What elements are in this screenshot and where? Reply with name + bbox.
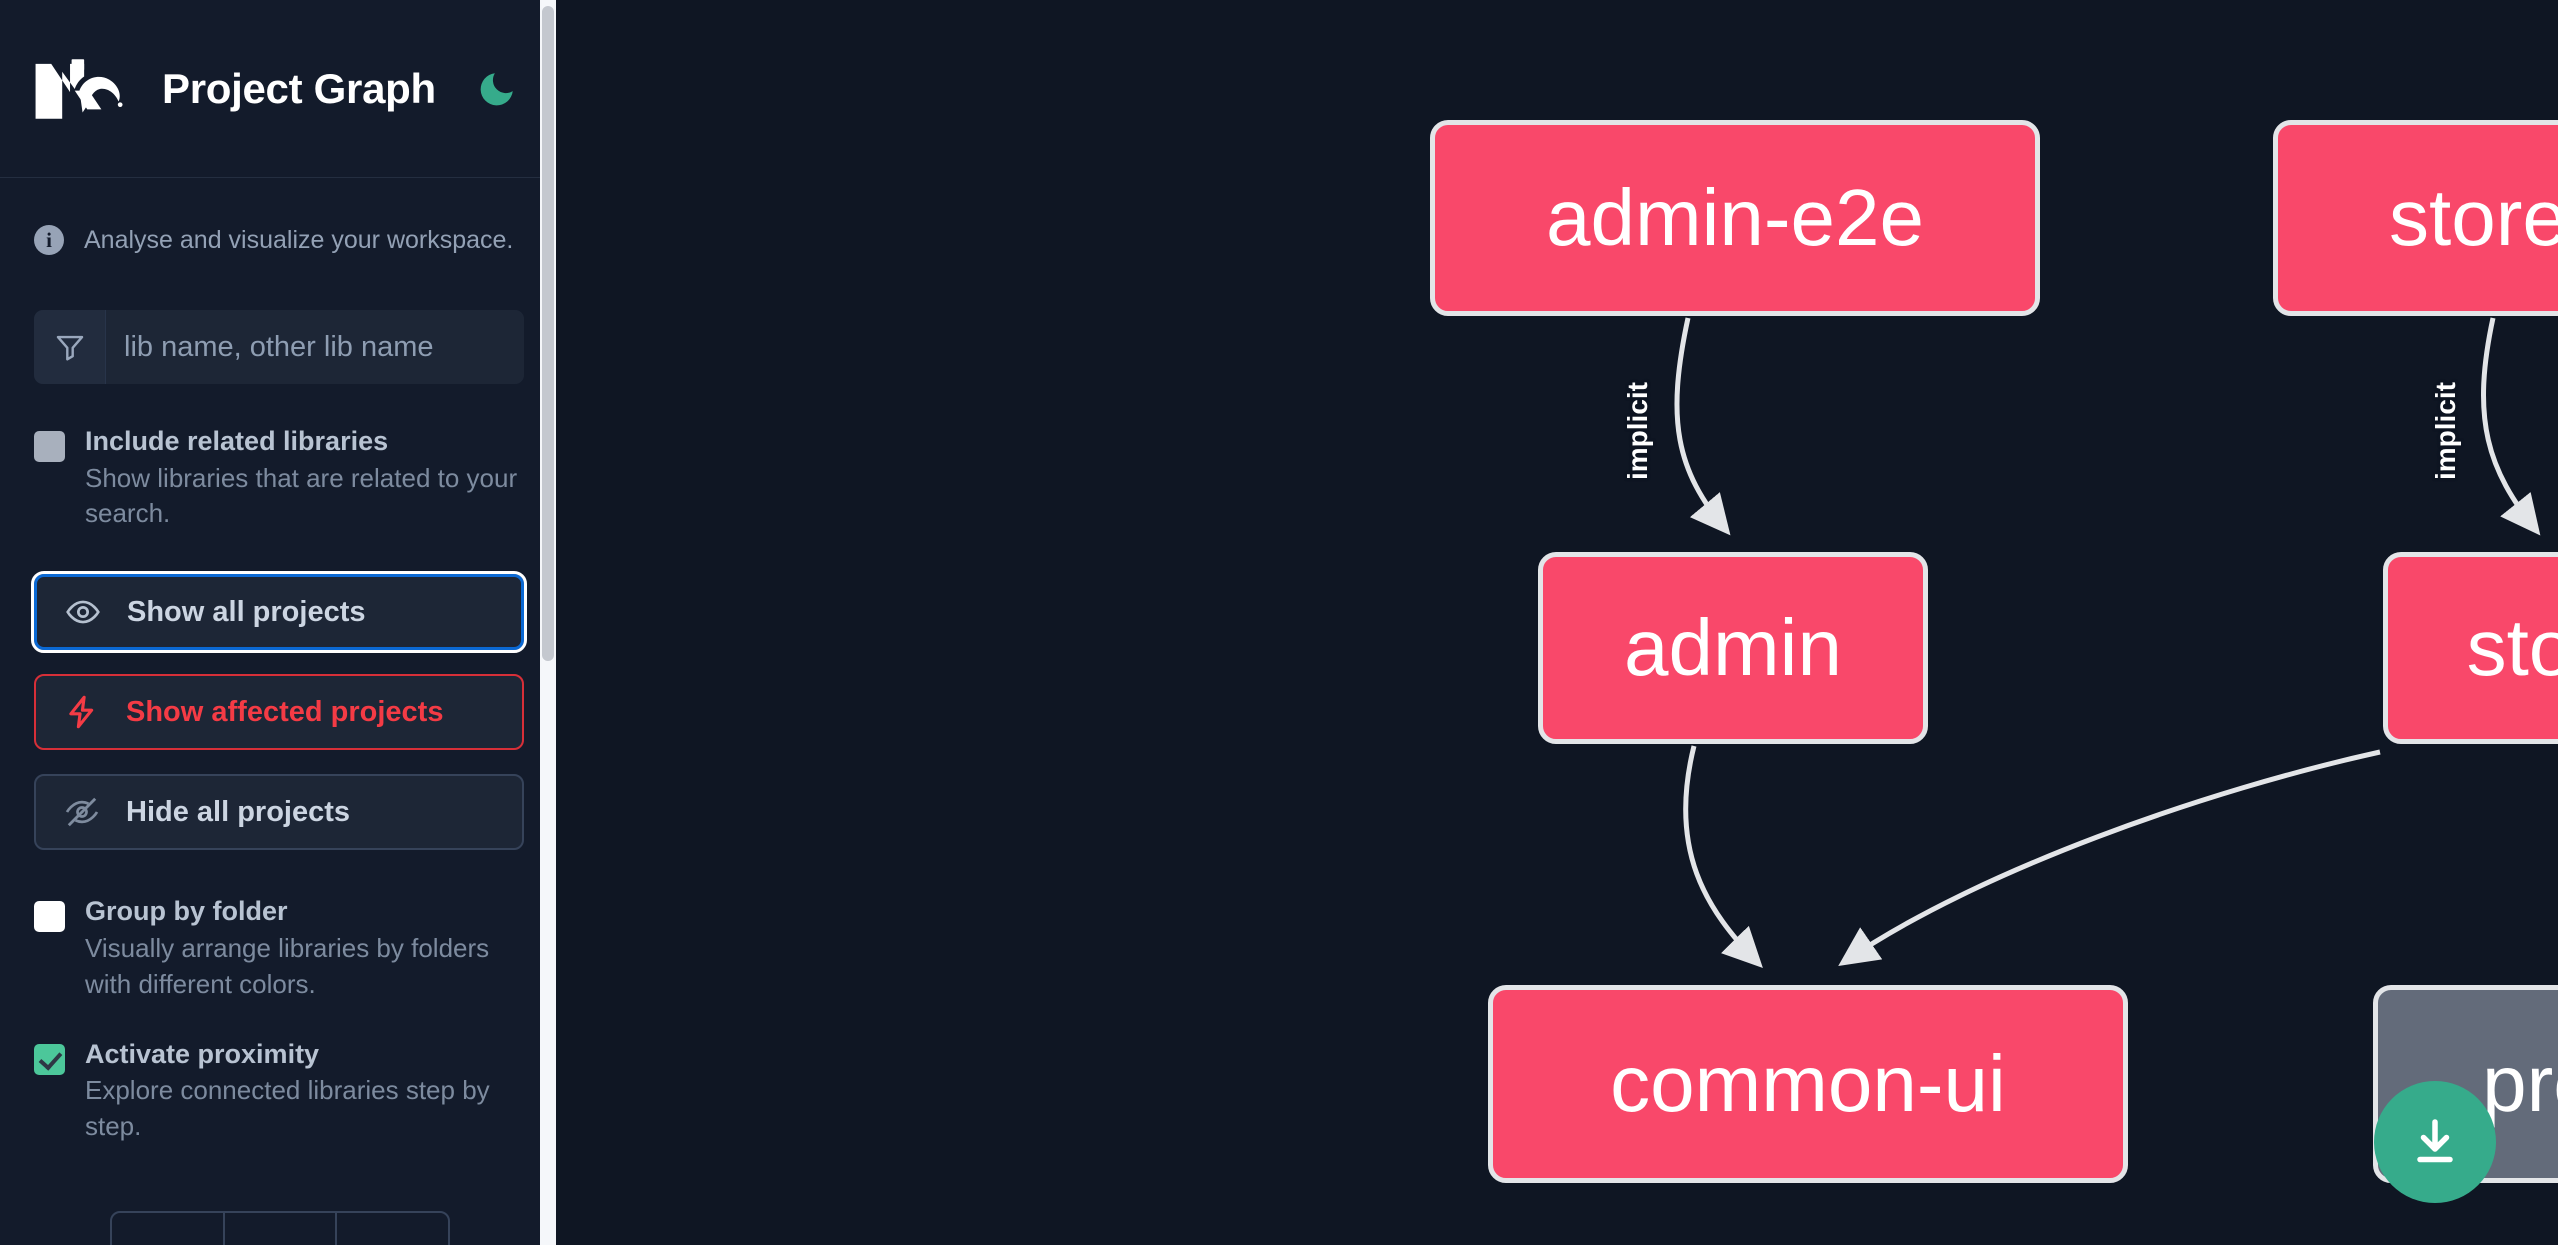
moon-icon[interactable] xyxy=(474,66,520,112)
graph-edges xyxy=(1674,317,2541,968)
sidebar: Project Graph i Analyse and visualize yo… xyxy=(0,0,558,1245)
graph-node-admin[interactable]: admin xyxy=(1538,552,1928,744)
graph-node-common-ui-label: common-ui xyxy=(1610,1039,2006,1128)
project-visibility-buttons: Show all projects Show affected projects xyxy=(31,571,527,851)
sidebar-scrollbar[interactable] xyxy=(540,0,556,1245)
download-icon xyxy=(2405,1112,2465,1172)
activate-proximity-option[interactable]: Activate proximity Explore connected lib… xyxy=(34,1037,524,1145)
eye-icon xyxy=(65,594,101,630)
proximity-step-buttons[interactable] xyxy=(110,1211,450,1245)
graph-node-products-label: products xyxy=(2482,1039,2558,1128)
activate-proximity-checkbox[interactable] xyxy=(34,1043,65,1075)
workspace-note: i Analyse and visualize your workspace. xyxy=(0,178,558,266)
sidebar-edge xyxy=(556,0,558,1245)
graph-node-store-e2e-label: store-e2e xyxy=(2389,173,2558,262)
lightning-icon xyxy=(64,694,100,730)
proximity-step-increase[interactable] xyxy=(337,1213,448,1245)
include-related-libraries-description: Show libraries that are related to your … xyxy=(85,462,518,529)
show-affected-projects-button[interactable]: Show affected projects xyxy=(34,674,524,751)
search-input[interactable] xyxy=(106,310,524,384)
edge-store-e2e-store xyxy=(2481,317,2541,536)
include-related-libraries-option[interactable]: Include related libraries Show libraries… xyxy=(34,424,524,532)
graph-node-admin-e2e[interactable]: admin-e2e xyxy=(1430,120,2040,316)
search-box[interactable] xyxy=(34,310,524,384)
filter-icon xyxy=(34,310,106,384)
graph-node-admin-label: admin xyxy=(1624,603,1842,692)
group-by-folder-checkbox[interactable] xyxy=(34,901,65,933)
hide-all-projects-button[interactable]: Hide all projects xyxy=(34,774,524,851)
hide-all-projects-label: Hide all projects xyxy=(126,795,351,828)
workspace-note-text: Analyse and visualize your workspace. xyxy=(84,225,514,254)
include-related-libraries-label: Include related libraries xyxy=(85,426,389,456)
info-icon: i xyxy=(34,225,64,255)
graph-node-admin-e2e-label: admin-e2e xyxy=(1545,173,1924,262)
show-all-projects-label: Show all projects xyxy=(127,595,366,628)
edge-store-common-ui xyxy=(1838,749,2381,966)
graph-canvas[interactable]: admin-e2e store-e2e admin store common-u… xyxy=(558,0,2558,1245)
activate-proximity-description: Explore connected libraries step by step… xyxy=(85,1075,490,1142)
edge-admin-common-ui xyxy=(1683,745,1763,968)
activate-proximity-label: Activate proximity xyxy=(85,1038,320,1069)
graph-node-store-label: store xyxy=(2466,603,2558,692)
graph-node-store-e2e[interactable]: store-e2e xyxy=(2273,120,2558,316)
sidebar-scrollbar-thumb[interactable] xyxy=(542,6,554,661)
sidebar-header: Project Graph xyxy=(0,0,558,178)
eye-off-icon xyxy=(64,794,100,830)
nx-logo-icon xyxy=(34,56,128,122)
show-all-projects-button[interactable]: Show all projects xyxy=(31,571,527,654)
page-title: Project Graph xyxy=(162,64,436,112)
proximity-step-value[interactable] xyxy=(225,1213,338,1245)
proximity-step-decrease[interactable] xyxy=(112,1213,225,1245)
graph-node-store[interactable]: store xyxy=(2383,552,2558,744)
edge-admin-e2e-admin xyxy=(1674,317,1731,536)
download-graph-button[interactable] xyxy=(2374,1081,2496,1203)
group-by-folder-description: Visually arrange libraries by folders wi… xyxy=(85,932,490,999)
include-related-libraries-checkbox[interactable] xyxy=(34,431,65,462)
show-affected-projects-label: Show affected projects xyxy=(126,695,444,728)
group-by-folder-label: Group by folder xyxy=(85,896,288,927)
group-by-folder-option[interactable]: Group by folder Visually arrange librari… xyxy=(34,894,524,1002)
graph-node-common-ui[interactable]: common-ui xyxy=(1488,985,2128,1183)
